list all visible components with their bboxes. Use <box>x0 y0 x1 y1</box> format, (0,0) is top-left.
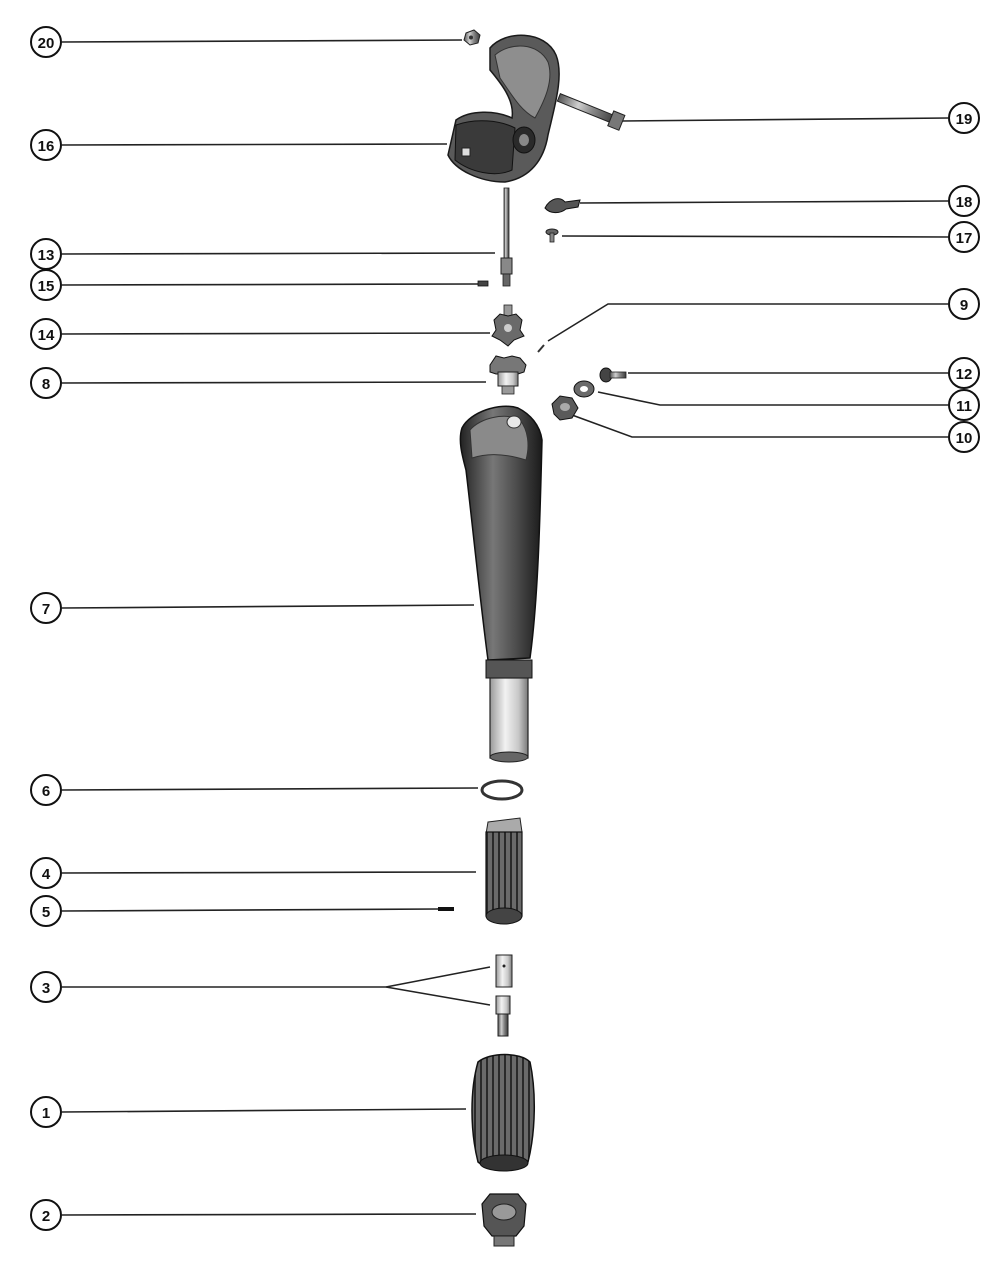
callout-10: 10 <box>948 421 980 453</box>
part-bolt-19 <box>556 93 626 131</box>
callout-label-13: 13 <box>38 247 55 264</box>
leader-18 <box>579 200 949 204</box>
leader-10 <box>571 414 948 438</box>
leader-2 <box>61 1213 477 1216</box>
part-cap-2 <box>481 1193 527 1247</box>
part-clip-18 <box>544 198 581 214</box>
part-grip-1 <box>471 1053 536 1172</box>
leader-19 <box>621 117 949 122</box>
callout-label-12: 12 <box>956 366 973 383</box>
callout-label-20: 20 <box>38 35 55 52</box>
callout-17: 17 <box>948 221 980 253</box>
callout-7: 7 <box>30 592 62 624</box>
part-knob-10 <box>551 395 579 421</box>
callout-9: 9 <box>948 288 980 320</box>
leader-9 <box>547 303 948 342</box>
leader-4 <box>61 871 477 874</box>
part-ring-6 <box>480 779 524 801</box>
part-handle-7 <box>459 405 543 763</box>
callout-label-11: 11 <box>956 398 972 415</box>
callout-label-18: 18 <box>956 194 973 211</box>
callout-label-15: 15 <box>38 278 55 295</box>
leader-6 <box>61 787 479 791</box>
callout-20: 20 <box>30 26 62 58</box>
part-pin-15 <box>477 280 489 287</box>
callout-label-9: 9 <box>960 297 968 314</box>
callout-label-8: 8 <box>42 376 50 393</box>
callout-14: 14 <box>30 318 62 350</box>
leader-5 <box>61 908 439 912</box>
callout-1: 1 <box>30 1096 62 1128</box>
leader-1 <box>61 1108 467 1113</box>
callout-11: 11 <box>948 389 980 421</box>
callout-label-6: 6 <box>42 783 50 800</box>
callout-label-5: 5 <box>42 904 50 921</box>
leader-15 <box>61 283 479 286</box>
part-insert-3-lower <box>495 995 511 1037</box>
callout-8: 8 <box>30 367 62 399</box>
callout-label-19: 19 <box>956 111 973 128</box>
callout-label-16: 16 <box>38 138 55 155</box>
callout-12: 12 <box>948 357 980 389</box>
callout-18: 18 <box>948 185 980 217</box>
part-insert-3-upper <box>495 954 513 988</box>
callout-15: 15 <box>30 269 62 301</box>
callout-16: 16 <box>30 129 62 161</box>
callout-5: 5 <box>30 895 62 927</box>
part-gear-14 <box>491 304 525 347</box>
leader-14 <box>61 332 491 335</box>
part-sleeve-4 <box>485 817 523 925</box>
callout-4: 4 <box>30 857 62 889</box>
parts <box>438 29 627 1247</box>
callout-2: 2 <box>30 1199 62 1231</box>
callout-label-17: 17 <box>956 230 973 247</box>
callout-label-3: 3 <box>42 980 50 997</box>
leader-8 <box>61 381 487 384</box>
part-washer-11 <box>573 380 595 398</box>
callout-label-7: 7 <box>42 601 50 618</box>
leader-17 <box>561 235 949 238</box>
part-bracket-16 <box>447 34 560 183</box>
part-gear-8 <box>489 355 527 395</box>
callout-label-4: 4 <box>42 866 51 883</box>
part-screw-17 <box>545 228 559 243</box>
part-key-5 <box>438 907 454 911</box>
part-screw-12 <box>599 367 627 383</box>
callout-label-1: 1 <box>42 1105 50 1122</box>
leader-13 <box>61 252 496 255</box>
callout-19: 19 <box>948 102 980 134</box>
callout-13: 13 <box>30 238 62 270</box>
callout-3: 3 <box>30 971 62 1003</box>
leader-16 <box>61 143 448 146</box>
leader-3b <box>385 966 491 988</box>
leader-lines <box>61 39 949 1216</box>
leader-3c <box>385 986 491 1006</box>
leader-11 <box>597 391 948 406</box>
part-shaft-13 <box>500 187 513 287</box>
callouts: 20 16 19 18 17 13 15 9 14 12 8 11 10 7 6… <box>30 26 980 1231</box>
callout-label-2: 2 <box>42 1208 50 1225</box>
part-pin-9 <box>537 344 545 353</box>
callout-label-10: 10 <box>956 430 973 447</box>
callout-6: 6 <box>30 774 62 806</box>
leader-7 <box>61 604 475 609</box>
leader-20 <box>61 39 463 43</box>
callout-label-14: 14 <box>38 327 55 344</box>
